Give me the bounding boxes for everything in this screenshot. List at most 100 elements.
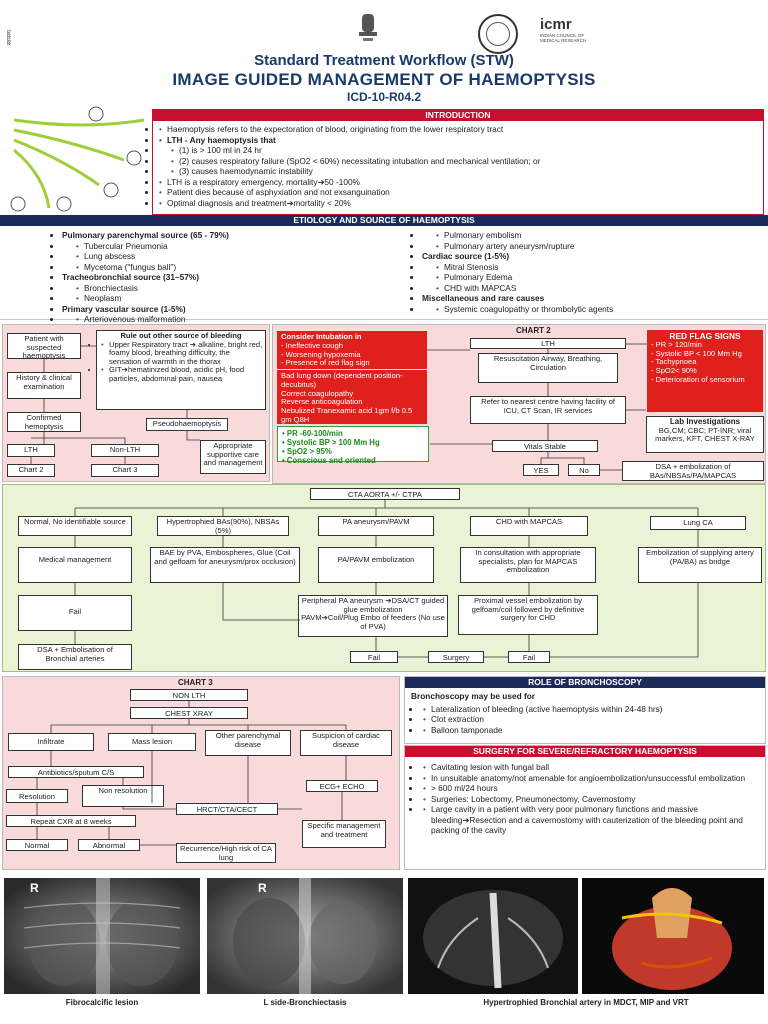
- c3-box: PA aneurysm/PAVM: [318, 516, 434, 536]
- etiology-item: Tubercular Pneumonia: [62, 241, 392, 252]
- etiology-item: Arteriovenous malformation: [62, 314, 392, 325]
- recurrence-box: Recurrence/High risk of CA lung: [176, 843, 276, 863]
- no-box: No: [568, 464, 600, 476]
- icd-code: ICD-10-R04.2: [346, 90, 422, 104]
- hrct-box: HRCT/CTA/CECT: [176, 803, 278, 815]
- vrt-heart-image: [582, 878, 764, 994]
- resolution-box: Resolution: [6, 789, 68, 803]
- main-title: IMAGE GUIDED MANAGEMENT OF HAEMOPTYSIS: [172, 70, 596, 89]
- etiology-item: Mycetoma ("fungus ball"): [62, 262, 392, 273]
- fail1-box: Fail: [18, 595, 132, 631]
- consult-box: In consultation with appropriate special…: [460, 547, 596, 583]
- institute-logo-icon: [478, 14, 518, 54]
- surgery-item: Cavitating lesion with fungal ball: [421, 762, 749, 773]
- bronchoscopy-item: Lateralization of bleeding (active haemo…: [421, 704, 749, 715]
- etiology-item: Lung abscess: [62, 251, 392, 262]
- r-marker-2: R: [258, 881, 267, 895]
- surgery-title: SURGERY FOR SEVERE/REFRACTORY HAEMOPTYSI…: [405, 746, 765, 757]
- intubation-item: - Presence of red flag sign: [281, 358, 370, 368]
- medical-box: Medical management: [18, 547, 132, 583]
- refer-box: Refer to nearest centre having facility …: [470, 396, 626, 424]
- xray-bronchiectasis-image: [207, 878, 403, 994]
- confirmed-box: Confirmed hemoptysis: [7, 412, 81, 432]
- red-flag-list: - PR > 120/min- Systolic BP < 100 Mm Hg-…: [651, 339, 759, 385]
- etiology-item: CHD with MAPCAS: [422, 283, 752, 294]
- stable-vital-item: • SpO2 > 95%: [282, 447, 332, 456]
- caption-bronchial-artery: Hypertrophied Bronchial artery in MDCT, …: [483, 998, 689, 1007]
- surgery-item: Surgeries: Lobectomy, Pneumonectomy, Cav…: [421, 794, 749, 805]
- surgery-box: Surgery: [428, 651, 484, 663]
- red-flag-item: - Systolic BP < 100 Mm Hg: [651, 348, 742, 358]
- r-marker-1: R: [30, 881, 39, 895]
- c1-box: Normal, No identifiable source: [18, 516, 132, 536]
- lth-box: LTH: [7, 444, 55, 457]
- intubation-item: - Ineffective cough: [281, 340, 343, 350]
- side-text: स्वास्थ्य: [7, 30, 13, 46]
- lab-text: BG,CM; CBC; PT-INR; viral markers, KFT, …: [655, 425, 755, 444]
- etiology-item: Bronchiectasis: [62, 283, 392, 294]
- introduction-section: INTRODUCTION Haemoptysis refers to the e…: [152, 109, 764, 215]
- intro-item: Optimal diagnosis and treatment➔mortalit…: [157, 198, 759, 209]
- bronchoscopy-lead: Bronchoscopy may be used for: [411, 691, 536, 701]
- intubation-item: - Worsening hypoxemia: [281, 349, 361, 359]
- etiology-heading: Tracheobronchial source (31–57%): [62, 272, 392, 283]
- red-flag-item: - Tachypnoea: [651, 357, 697, 367]
- abnormal-box: Abnormal: [78, 839, 140, 851]
- bronchoscopy-title: ROLE OF BRONCHOSCOPY: [405, 677, 765, 688]
- etiology-item: Pulmonary embolism: [422, 230, 752, 241]
- etiology-heading: Pulmonary parenchymal source (65 - 79%): [62, 230, 392, 241]
- etiology-heading: Miscellaneous and rare causes: [422, 293, 752, 304]
- red-flag-item: - PR > 120/min: [651, 339, 702, 349]
- introduction-title: INTRODUCTION: [153, 110, 763, 121]
- c4-box: CHD with MAPCAS: [470, 516, 588, 536]
- chart2-link[interactable]: Chart 2: [7, 464, 55, 477]
- c5-box: Lung CA: [650, 516, 746, 530]
- bronchoscopy-item: Clot extraction: [421, 714, 749, 725]
- bronchoscopy-section: ROLE OF BRONCHOSCOPY Bronchoscopy may be…: [404, 676, 766, 744]
- yes-box: YES: [523, 464, 559, 476]
- ct-mip-image: [408, 878, 578, 994]
- etiology-item: Pulmonary Edema: [422, 272, 752, 283]
- etiology-item: Pulmonary artery aneurysm/rupture: [422, 241, 752, 252]
- intro-item: Patient dies because of asphyxiation and…: [157, 187, 759, 198]
- normal-box: Normal: [6, 839, 68, 851]
- dsa-box: DSA + embolization of BAs/NBSAs/PA/MAPCA…: [622, 461, 764, 481]
- etiology-section: ETIOLOGY AND SOURCE OF HAEMOPTYSIS Pulmo…: [0, 215, 768, 324]
- lab-box: Lab Investigations BG,CM; CBC; PT-INR; v…: [646, 416, 764, 453]
- pa-embo-box: PA/PAVM embolization: [318, 547, 434, 583]
- red-flag-title: RED FLAG SIGNS: [669, 331, 741, 341]
- icmr-logo: icmr: [540, 16, 572, 33]
- red-flag-item: - SpO2< 90%: [651, 366, 697, 376]
- chart3-link[interactable]: Chart 3: [91, 464, 159, 477]
- chart2-title: CHART 2: [516, 326, 551, 335]
- icmr-subtitle: INDIAN COUNCIL OF MEDICAL RESEARCH: [540, 33, 587, 43]
- chart3-title: CHART 3: [178, 678, 213, 687]
- introduction-list: Haemoptysis refers to the expectoration …: [153, 121, 763, 211]
- etiology-title: ETIOLOGY AND SOURCE OF HAEMOPTYSIS: [0, 215, 768, 226]
- cta-box: CTA AORTA +/- CTPA: [310, 488, 460, 500]
- etiology-item: Neoplasm: [62, 293, 392, 304]
- c2-box: Hypertrophied BAs(90%), NBSAs (5%): [157, 516, 289, 536]
- proximal-box: Proximal vessel embolization by gelfoam/…: [458, 595, 598, 635]
- intubation-list: - Ineffective cough- Worsening hypoxemia…: [281, 340, 423, 368]
- ecg-box: ECG+ ECHO: [306, 780, 378, 792]
- stable-vital-item: • Systolic BP > 100 Mm Hg: [282, 438, 380, 447]
- surgery-item: In unsuitable anatomy/not amenable for a…: [421, 773, 749, 784]
- etiology-left-list: Pulmonary parenchymal source (65 - 79%)T…: [62, 230, 392, 325]
- lungca-box: Embolization of supplying artery (PA/BA)…: [638, 547, 762, 583]
- nonresolution-box: Non resolution: [82, 785, 164, 807]
- other-box: Other parenchymal disease: [205, 730, 291, 756]
- intubation-box: Consider Intubation in - Ineffective cou…: [277, 331, 427, 369]
- fail3-box: Fail: [508, 651, 550, 663]
- peripheral-box: Peripheral PA aneurysm ➔DSA/CT guided gl…: [298, 595, 448, 637]
- intro-item: Haemoptysis refers to the expectoration …: [157, 124, 759, 135]
- xray-fibrocalcific-image: [4, 878, 200, 994]
- intro-item: (3) causes haemodynamic instability: [157, 166, 759, 177]
- red-flag-box: RED FLAG SIGNS - PR > 120/min- Systolic …: [647, 330, 763, 412]
- intubation-title: Consider Intubation in: [281, 332, 362, 341]
- intro-item: (1) is > 100 ml in 24 hr: [157, 145, 759, 156]
- vitals-box: Vitals Stable: [492, 440, 598, 452]
- repeat-box: Repeat CXR at 8 weeks: [6, 815, 136, 827]
- lth2-box: LTH: [470, 338, 626, 349]
- stable-vitals-box: • PR -60-100/min• Systolic BP > 100 Mm H…: [277, 426, 429, 465]
